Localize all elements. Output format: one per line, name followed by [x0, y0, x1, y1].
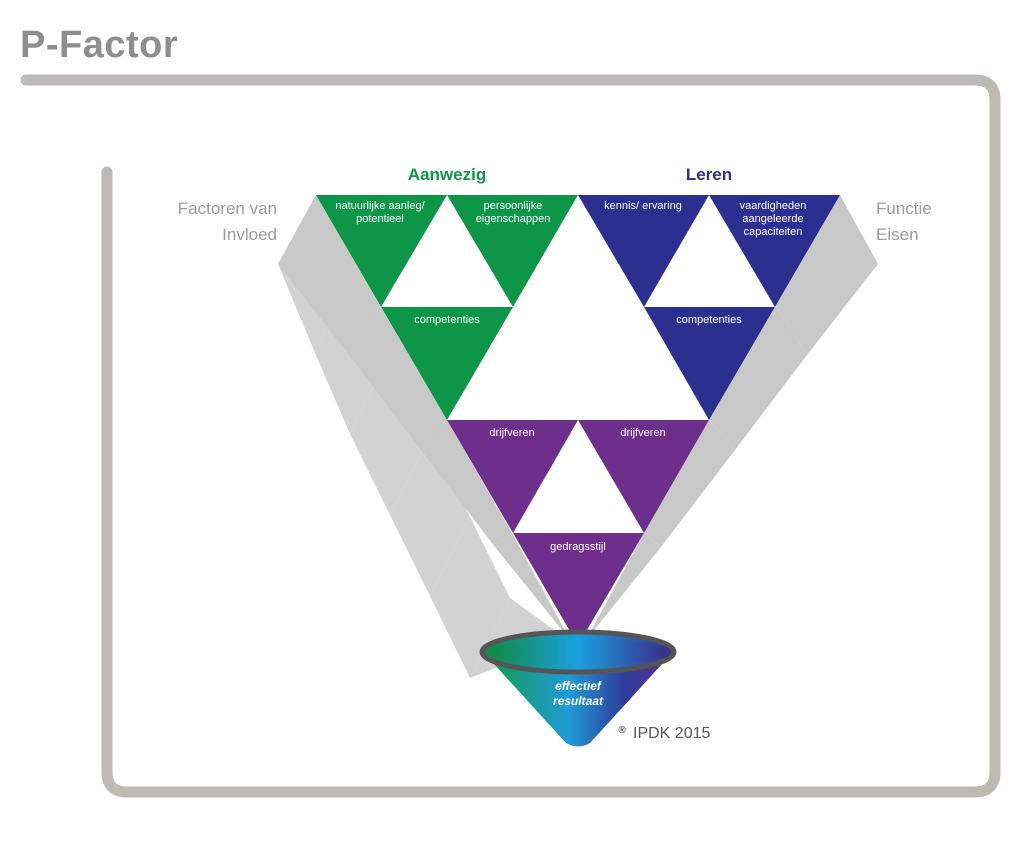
side-label-right-line2: Eisen	[876, 225, 919, 244]
purple-triangles	[447, 420, 709, 645]
registered-mark: ®	[618, 725, 626, 736]
label-drijfveren-left: drijfveren	[489, 427, 534, 439]
header-aanwezig: Aanwezig	[408, 165, 486, 184]
copyright-text: IPDK 2015	[633, 725, 710, 742]
left-side-panels-upper	[278, 195, 570, 640]
label-natuurlijke-aanleg-line2: potentieel	[356, 213, 404, 225]
green-triangle-left	[316, 195, 447, 307]
side-label-left-line2: Invloed	[222, 225, 277, 244]
label-persoonlijke-line1: persoonlijke	[484, 200, 543, 212]
label-drijfveren-right: drijfveren	[620, 427, 665, 439]
label-gedragsstijl: gedragsstijl	[550, 541, 606, 553]
label-vaardigheden-line2: aangeleerde	[742, 213, 803, 225]
blue-triangle-right	[709, 195, 840, 307]
green-triangles	[316, 195, 578, 420]
header-leren: Leren	[686, 165, 732, 184]
label-persoonlijke-line2: eigenschappen	[476, 213, 551, 225]
side-label-right-line1: Functie	[876, 199, 932, 218]
blue-triangle-left	[578, 195, 709, 307]
green-triangle-right	[447, 195, 578, 307]
page-title: P-Factor	[20, 24, 179, 66]
funnel-label-line2: resultaat	[553, 694, 604, 708]
right-side-panels-upper	[586, 195, 878, 640]
green-triangle-bottom	[381, 307, 513, 420]
purple-triangle-bottom	[513, 533, 644, 645]
frame-border	[20, 74, 1001, 798]
label-natuurlijke-aanleg-line1: natuurlijke aanleg/	[335, 200, 425, 212]
purple-triangle-left	[447, 420, 578, 533]
label-vaardigheden-line3: capaciteiten	[744, 226, 803, 238]
blue-triangle-bottom	[644, 307, 775, 420]
funnel-label-line1: effectief	[555, 679, 602, 693]
side-label-left-line1: Factoren van	[178, 199, 277, 218]
funnel-cone	[483, 652, 673, 747]
result-funnel	[479, 629, 677, 747]
label-vaardigheden-line1: vaardigheden	[740, 200, 807, 212]
blue-triangles	[578, 195, 840, 420]
label-blue-competenties: competenties	[676, 314, 742, 326]
purple-triangle-right	[578, 420, 709, 533]
label-kennis-ervaring: kennis/ ervaring	[604, 200, 682, 212]
label-green-competenties: competenties	[414, 314, 480, 326]
